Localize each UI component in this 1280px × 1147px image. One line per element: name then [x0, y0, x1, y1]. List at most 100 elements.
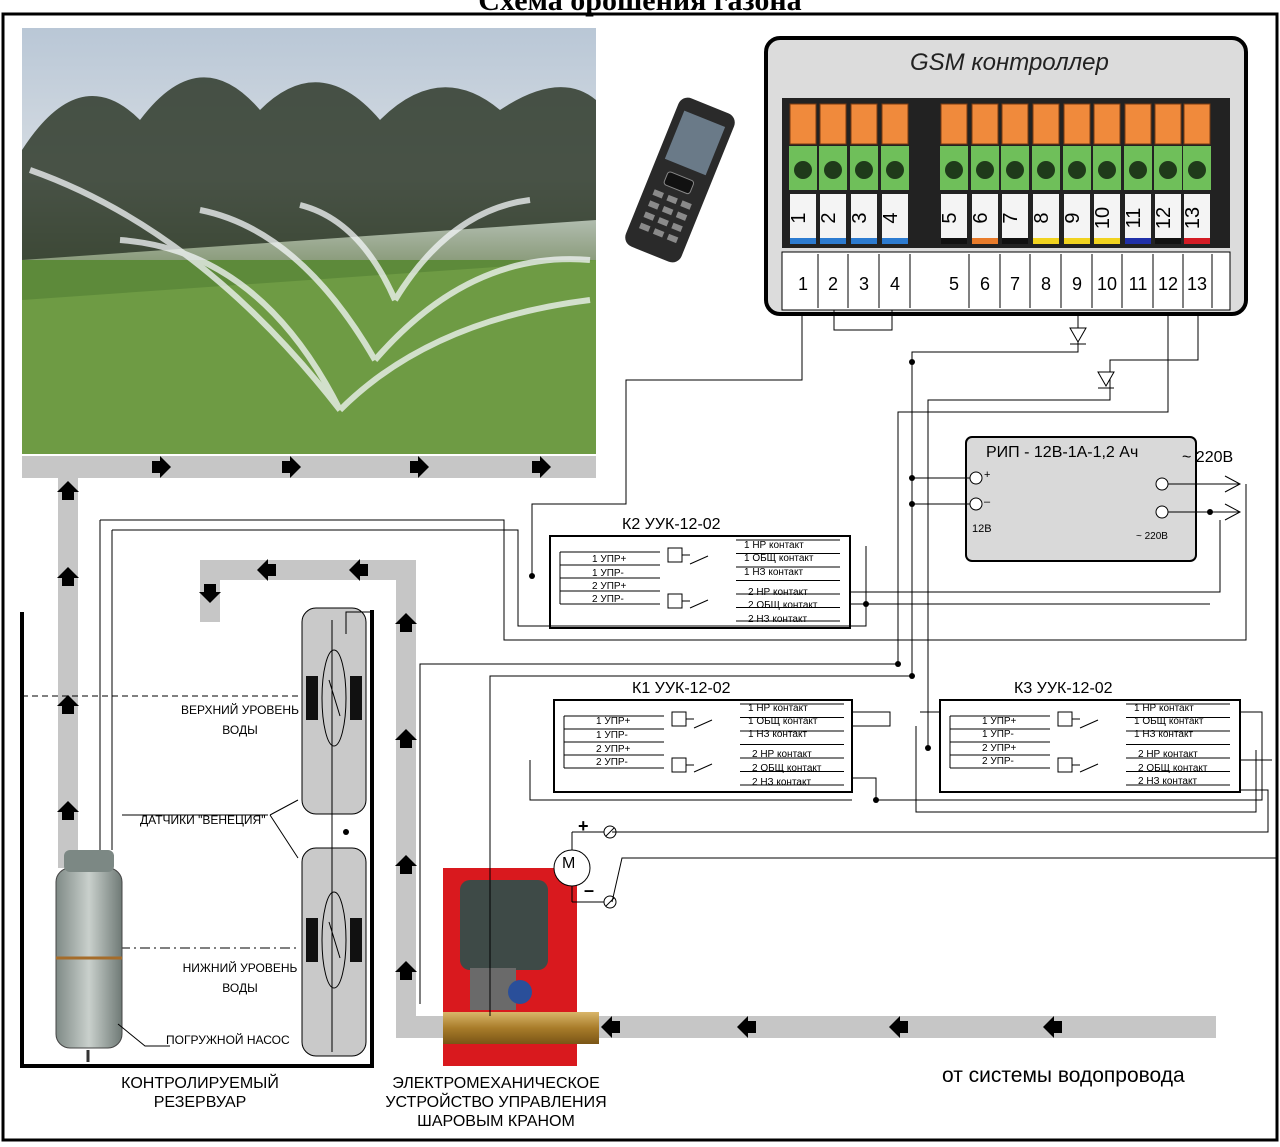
psu-plus: + [984, 469, 991, 481]
gsm-pin-number: 12 [1158, 274, 1178, 294]
mains-label: ~ 220В [1182, 449, 1234, 466]
psu-ac-label: ~ 220В [1136, 531, 1168, 542]
relay-input: 2 УПР+ [596, 744, 631, 755]
relay-k2-box [549, 535, 851, 629]
relay-contact: 1 НЗ контакт [744, 567, 804, 578]
submersible-pump [55, 520, 170, 1062]
flow-arrow [1043, 1016, 1062, 1038]
gsm-terminal-4: 4 [880, 103, 909, 244]
flow-arrow [57, 695, 79, 714]
relay-contact: 2 НР контакт [1138, 749, 1198, 760]
flow-arrow [57, 481, 79, 500]
gsm-terminal-label: 10 [1092, 207, 1114, 229]
relay-contact: 1 НР контакт [1134, 703, 1194, 714]
relay-input: 2 УПР+ [592, 581, 627, 592]
gsm-terminal-6: 6 [970, 103, 999, 244]
relay-input: 1 УПР- [592, 568, 624, 579]
junction-dots [343, 359, 1213, 835]
sprinkler-photo [22, 28, 596, 454]
relay-input: 2 УПР- [982, 756, 1014, 767]
power-supply-title: РИП - 12В-1А-1,2 Ач [986, 444, 1139, 461]
gsm-pin-number: 4 [890, 274, 900, 294]
gsm-terminal-label: 11 [1123, 208, 1145, 229]
relay-contact: 2 ОБЩ контакт [1138, 763, 1208, 774]
gsm-terminal-11: 11 [1123, 103, 1152, 244]
psu-dc-label: 12В [972, 523, 992, 535]
motor-plus: + [578, 816, 589, 836]
relay-k3-box [939, 699, 1241, 793]
gsm-terminal-2: 2 [818, 103, 847, 244]
lower-level-label: НИЖНИЙ УРОВЕНЬ ВОДЫ [182, 961, 298, 995]
relay-contact: 1 НЗ контакт [748, 729, 808, 740]
relay-k3-internals [949, 703, 1230, 786]
gsm-pin-number: 3 [859, 274, 869, 294]
pump-label: ПОГРУЖНОЙ НАСОС [166, 1033, 290, 1047]
flow-arrows [57, 456, 1062, 1038]
gsm-terminal-1: 1 [788, 103, 817, 244]
flow-arrow [395, 729, 417, 748]
gsm-terminal-8: 8 [1031, 103, 1060, 244]
gsm-terminal-label: 13 [1182, 207, 1204, 229]
gsm-terminal-label: 9 [1062, 212, 1084, 223]
relay-input: 2 УПР+ [982, 743, 1017, 754]
relay-input: 1 УПР+ [596, 716, 631, 727]
gsm-terminal-label: 1 [788, 212, 810, 223]
gsm-pin-number: 2 [828, 274, 838, 294]
valve-label: ЭЛЕКТРОМЕХАНИЧЕСКОЕ УСТРОЙСТВО УПРАВЛЕНИ… [385, 1075, 607, 1130]
relay-contact: 2 НР контакт [748, 587, 808, 598]
flow-arrow [395, 613, 417, 632]
gsm-pin-number: 6 [980, 274, 990, 294]
relay-input: 2 УПР- [596, 757, 628, 768]
gsm-terminal-label: 4 [880, 212, 902, 223]
relay-contact: 2 ОБЩ контакт [752, 763, 822, 774]
valve-motor [553, 825, 617, 909]
flow-arrow [601, 1016, 620, 1038]
gsm-terminal-13: 13 [1182, 103, 1211, 244]
relay-input: 1 УПР+ [592, 554, 627, 565]
relay-k1-internals [563, 703, 844, 786]
mobile-phone-icon [625, 97, 735, 263]
flow-arrow [257, 559, 276, 581]
flow-arrow [737, 1016, 756, 1038]
relay-input: 2 УПР- [592, 594, 624, 605]
gsm-terminal-7: 7 [1000, 103, 1029, 244]
psu-minus: – [984, 496, 991, 508]
gsm-terminal-label: 12 [1153, 207, 1175, 229]
relay-contact: 1 ОБЩ контакт [744, 553, 814, 564]
gsm-terminal-label: 5 [939, 212, 961, 223]
flow-arrow [532, 456, 551, 478]
relay-contact: 1 НР контакт [744, 540, 804, 551]
gsm-terminal-5: 5 [939, 103, 968, 244]
flow-arrow [410, 456, 429, 478]
flow-arrow [199, 584, 221, 603]
relay-contact: 1 НЗ контакт [1134, 729, 1194, 740]
relay-contact: 2 НЗ контакт [752, 777, 812, 788]
gsm-terminal-label: 8 [1031, 212, 1053, 223]
relay-title: К2 УУК-12-02 [622, 516, 721, 533]
wiring [100, 310, 1276, 1016]
flow-arrow [282, 456, 301, 478]
outer-frame [1, 12, 1279, 1142]
gsm-pin-number: 7 [1010, 274, 1020, 294]
flow-arrow [889, 1016, 908, 1038]
gsm-pin-number: 10 [1097, 274, 1117, 294]
sensors-label: ДАТЧИКИ "ВЕНЕЦИЯ" [140, 813, 266, 827]
gsm-terminal-12: 12 [1153, 103, 1182, 244]
water-pipes [22, 456, 1216, 1038]
upper-level-label: ВЕРХНИЙ УРОВЕНЬ ВОДЫ [181, 703, 299, 737]
relay-contact: 2 ОБЩ контакт [748, 600, 818, 611]
flow-arrow [395, 855, 417, 874]
power-supply [965, 436, 1242, 562]
relay-title: К3 УУК-12-02 [1014, 680, 1113, 697]
gsm-pin-number: 11 [1129, 274, 1148, 294]
motor-symbol: M [562, 855, 576, 872]
flow-arrow [349, 559, 368, 581]
gsm-terminal-label: 7 [1000, 212, 1022, 223]
flow-arrow [152, 456, 171, 478]
water-supply-label: от системы водопровода [942, 1064, 1185, 1087]
page-title: Схема орошения газона [478, 0, 802, 17]
venice-sensors [122, 607, 367, 1057]
